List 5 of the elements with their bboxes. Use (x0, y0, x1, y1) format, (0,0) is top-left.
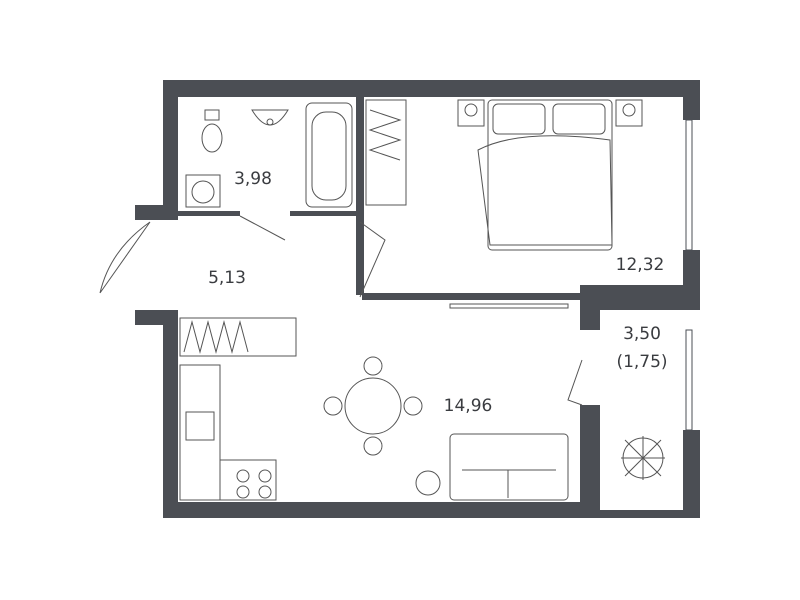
area-label: 12,32 (614, 254, 666, 277)
area-label: 3,50 (1,75) (616, 323, 668, 374)
area-label: 3,98 (233, 168, 273, 191)
area-label: 14,96 (442, 395, 494, 418)
area-label: 5,13 (207, 267, 247, 290)
